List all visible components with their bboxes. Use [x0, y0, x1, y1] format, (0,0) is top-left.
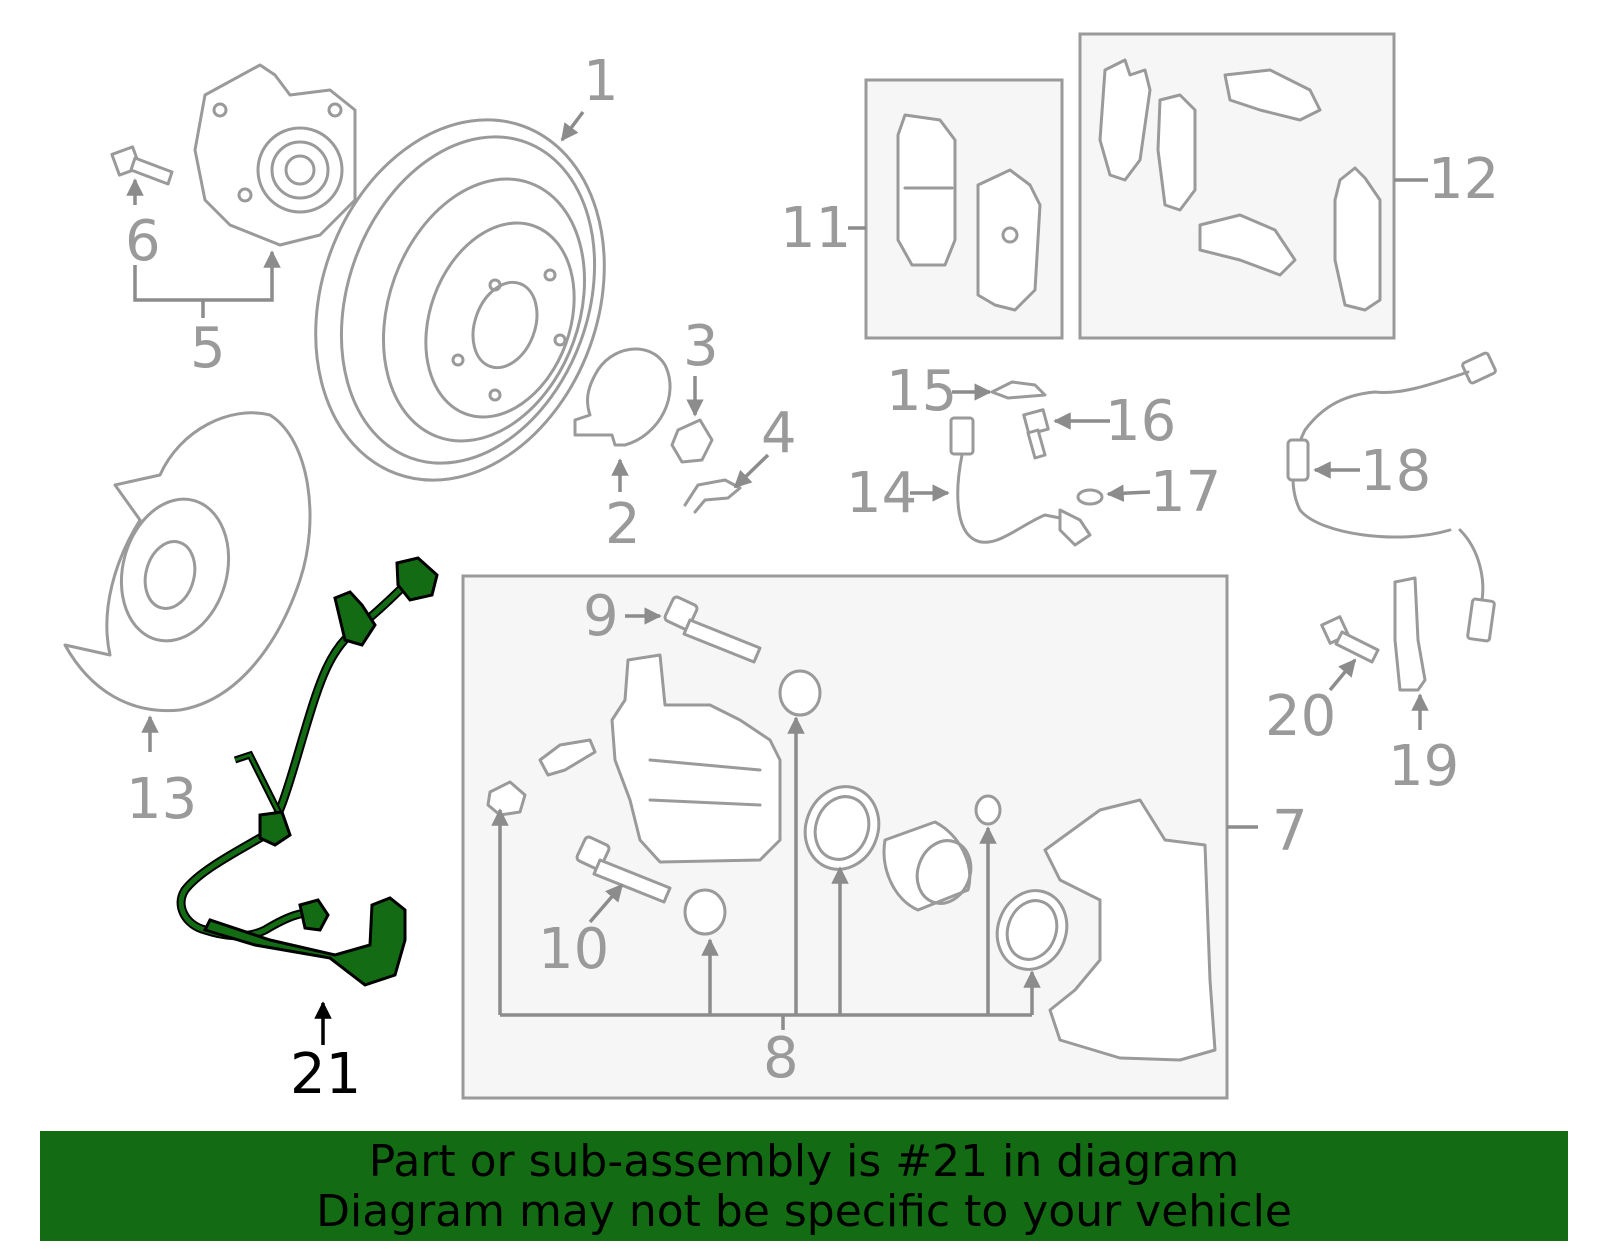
brake-pads-part-11[interactable] [896, 113, 1042, 312]
bracket-part-15[interactable] [990, 380, 1047, 400]
brake-pads-part-12[interactable] [1098, 58, 1382, 312]
hub-bearing-part[interactable] [193, 63, 357, 247]
callout-14: 14 [846, 461, 917, 526]
spring-clip-part[interactable] [683, 478, 742, 514]
callout-8: 8 [763, 1026, 799, 1091]
callout-7: 7 [1272, 799, 1308, 864]
leader-lines [126, 110, 1429, 1045]
guide-pin-part-10[interactable] [575, 835, 672, 904]
callout-15: 15 [886, 359, 957, 424]
callout-20: 20 [1265, 684, 1336, 749]
bushing-parts[interactable] [683, 669, 1002, 936]
callout-13: 13 [126, 767, 197, 832]
callout-5: 5 [190, 316, 226, 381]
brake-hose-part-14[interactable] [949, 416, 1092, 547]
callout-6: 6 [125, 209, 161, 274]
callout-21: 21 [290, 1042, 361, 1107]
caliper-body-part[interactable] [610, 653, 782, 864]
callout-9: 9 [583, 584, 619, 649]
washer-part-17[interactable] [1076, 488, 1104, 506]
callout-10: 10 [538, 917, 609, 982]
banner-line-1: Part or sub-assembly is #21 in diagram [368, 1136, 1240, 1187]
abs-ring-part[interactable] [573, 347, 672, 447]
callout-16: 16 [1105, 389, 1176, 454]
bolt-part-20[interactable] [1320, 615, 1380, 664]
callout-4: 4 [761, 401, 797, 466]
callout-19: 19 [1388, 734, 1459, 799]
callout-11: 11 [780, 196, 851, 261]
callout-2: 2 [605, 492, 641, 557]
callout-17: 17 [1150, 460, 1221, 525]
bleeder-parts[interactable] [486, 738, 597, 817]
callout-12: 12 [1428, 147, 1499, 212]
abs-sensor-harness-part-21[interactable] [176, 556, 439, 987]
info-banner: Part or sub-assembly is #21 in diagram D… [40, 1131, 1568, 1241]
piston-seal-parts[interactable] [794, 776, 1078, 979]
callout-1: 1 [583, 49, 619, 114]
lock-nut-part[interactable] [670, 418, 714, 464]
callout-18: 18 [1360, 439, 1431, 504]
brake-rotor-part[interactable] [267, 79, 653, 521]
banner-line-2: Diagram may not be specific to your vehi… [316, 1186, 1292, 1237]
guide-pin-part-9[interactable] [663, 595, 762, 664]
caliper-bracket-part[interactable] [1043, 798, 1217, 1062]
callout-3: 3 [683, 314, 719, 379]
wear-sensor-part-18[interactable] [1286, 351, 1497, 643]
bolt-part-16[interactable] [1022, 408, 1050, 460]
dust-shield-part[interactable] [63, 411, 312, 713]
hub-bolt-part[interactable] [110, 145, 174, 186]
bracket-part-19[interactable] [1393, 576, 1427, 692]
